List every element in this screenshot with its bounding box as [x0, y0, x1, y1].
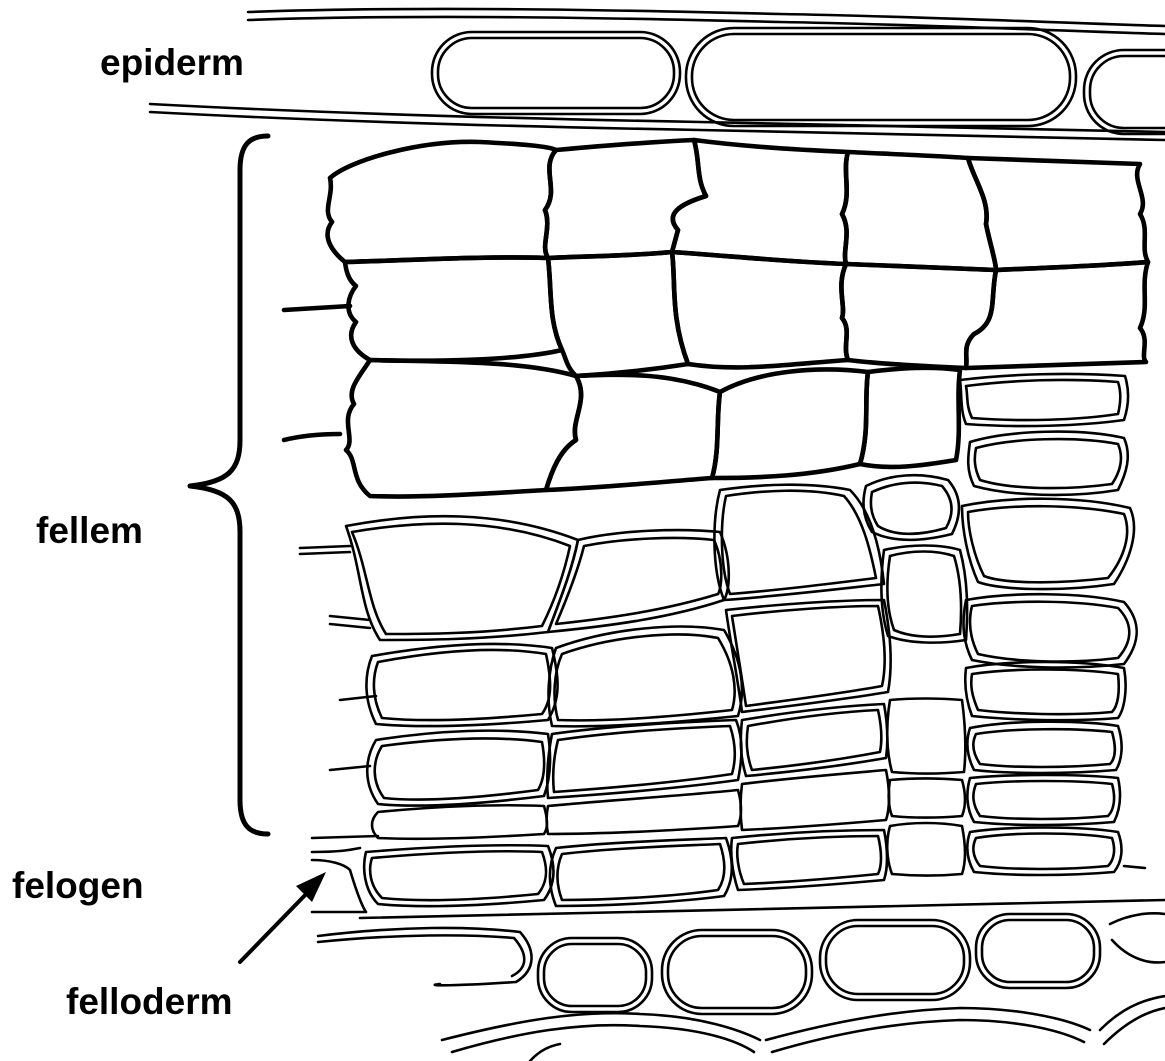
arrow: [240, 872, 326, 962]
epidermis-cell: [1084, 50, 1165, 134]
fellem-cells-lower: [312, 600, 1126, 839]
label-epiderm: epiderm: [100, 44, 244, 81]
epidermis-layer: [150, 9, 1165, 140]
epidermis-cell: [692, 34, 1070, 120]
phelloderm-cell: [668, 936, 806, 1008]
fellem-brace: [190, 136, 268, 834]
phellogen-layer: [312, 823, 1145, 912]
epidermis-cell: [686, 28, 1076, 126]
epidermis-cell: [438, 38, 674, 108]
fellem-cells-upper: [284, 140, 1148, 497]
label-fellem: fellem: [36, 512, 143, 549]
phelloderm-cell: [982, 920, 1094, 982]
phelloderm-cell: [820, 920, 970, 1000]
phelloderm-layer: [318, 900, 1165, 1061]
epidermis-cell: [432, 32, 680, 114]
label-felogen: felogen: [12, 867, 144, 904]
phelloderm-cell: [544, 944, 646, 1006]
phelloderm-cell: [662, 930, 812, 1014]
phelloderm-cell: [826, 926, 964, 994]
epidermis-cell: [1090, 56, 1165, 128]
label-felloderm: felloderm: [66, 983, 233, 1020]
